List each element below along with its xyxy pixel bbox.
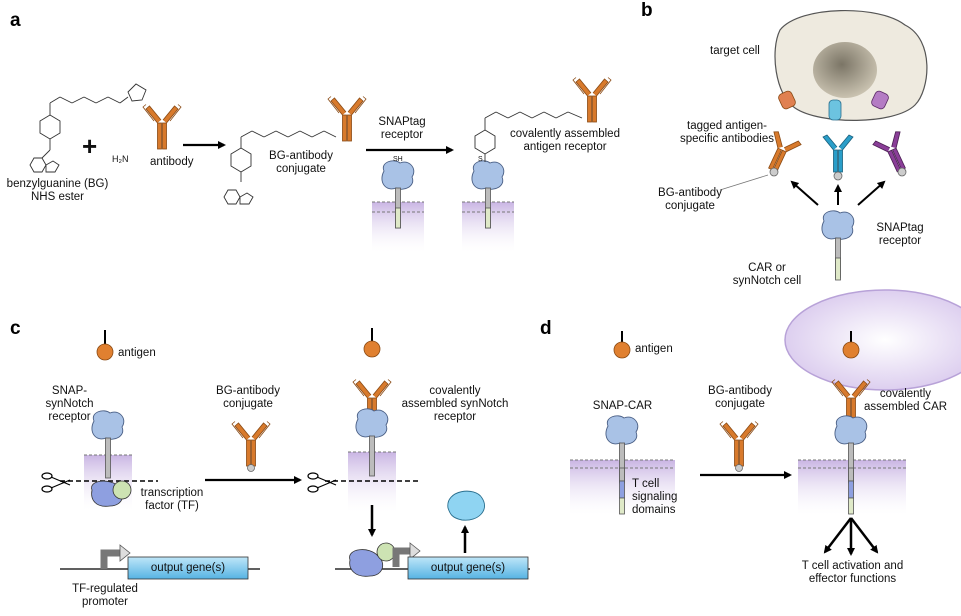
panel-label-b: b [641,0,653,21]
output-gene-label-1: output gene(s) [150,562,226,574]
panel-b-graphics [719,9,961,391]
linker-structure-a [474,111,583,162]
antibody-d-conjugate [719,421,759,467]
snaptag-receptor-label-b: SNAPtag receptor [876,222,924,247]
conjugate-structure [223,130,337,205]
output-gene-label-2: output gene(s) [430,562,506,574]
plus-sign: + [82,131,98,161]
s-label: S [478,156,483,163]
antibody-a2 [327,96,367,142]
scissors-icon-2 [307,472,337,493]
panel-a-graphics [29,77,612,252]
antibody-c-conjugate [231,421,271,467]
antigen-label-c: antigen [118,347,156,359]
nh2-label: H₂N [112,154,129,164]
panel-d-graphics [570,331,906,556]
signaling-domains-label: T cell signaling domains [632,478,678,516]
target-cell-label: target cell [710,45,760,57]
panel-label-d: d [540,318,552,339]
promoter-label: TF-regulated promoter [72,583,138,608]
assembled-synnotch-label: covalently assembled synNotch receptor [401,385,509,423]
antibody-a1 [142,104,182,150]
snap-car-label: SNAP-CAR [592,400,653,412]
conjugate-label-b: BG-antibody conjugate [658,187,722,212]
panel-c-graphics [41,328,530,580]
conjugate-label-a: BG-antibody conjugate [269,150,333,175]
tagged-antibodies-label: tagged antigen- specific antibodies [680,120,774,145]
car-synnotch-cell-label: CAR or synNotch cell [732,262,802,287]
scissors-icon [41,472,71,493]
assembled-receptor-label-a: covalently assembled antigen receptor [510,128,620,153]
antibody-a3 [572,77,612,123]
conjugate-label-d: BG-antibody conjugate [708,385,772,410]
transcription-factor-label: transcription factor (TF) [140,487,204,512]
bg-nhs-ester-structure [29,83,147,173]
sh-label: SH [393,156,403,163]
bg-ester-label: benzylguanine (BG) NHS ester [6,178,109,203]
panel-label-a: a [10,10,21,31]
conjugate-label-c: BG-antibody conjugate [216,385,280,410]
antigen-label-d: antigen [635,343,673,355]
assembled-car-label: covalently assembled CAR [863,388,948,413]
antibody-label: antibody [150,156,194,168]
panel-label-c: c [10,318,21,339]
snaptag-receptor-label-a: SNAPtag receptor [378,116,426,141]
snap-synnotch-label: SNAP- synNotch receptor [45,385,94,423]
activation-label: T cell activation and effector functions [801,560,904,585]
